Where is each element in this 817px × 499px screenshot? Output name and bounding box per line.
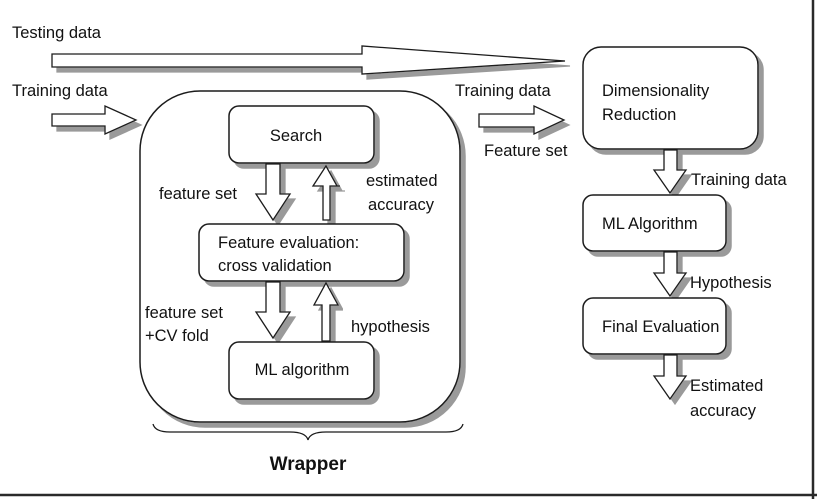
- pipeline-hypothesis-label: Hypothesis: [690, 274, 772, 292]
- testing-data-label: Testing data: [12, 24, 102, 42]
- testing-data-arrow: [51, 45, 566, 75]
- pipeline-estimated-accuracy-arrow: [652, 354, 688, 401]
- dimensionality-reduction-label-line1: Dimensionality: [602, 82, 710, 100]
- dimensionality-reduction-box: [582, 46, 759, 150]
- search-box-label: Search: [270, 127, 322, 145]
- feature-set-down-arrow: [254, 163, 292, 222]
- feature-set-label: feature set: [159, 185, 237, 203]
- dimensionality-reduction-label-line2: Reduction: [602, 106, 676, 124]
- estimated-accuracy-label-line2: accuracy: [368, 196, 435, 214]
- hypothesis-label: hypothesis: [351, 318, 430, 336]
- final-evaluation-box: [582, 297, 727, 355]
- estimated-accuracy-label-line1: estimated: [366, 172, 438, 190]
- wrapper-title: Wrapper: [270, 454, 347, 475]
- middle-training-data-label: Training data: [455, 82, 552, 100]
- feature-set-cv-down-arrow: [254, 281, 292, 340]
- pipeline-ml-algorithm-box: [582, 194, 727, 252]
- wrapper-brace: [152, 423, 464, 441]
- pipeline-training-data-arrow: [652, 149, 688, 195]
- pipeline-ml-algorithm-label: ML Algorithm: [602, 215, 698, 233]
- feature-set-cv-label-line1: feature set: [145, 304, 223, 322]
- feature-evaluation-box: [198, 223, 405, 282]
- feature-evaluation-label-line2: cross validation: [218, 257, 332, 275]
- middle-arrow: [478, 104, 566, 136]
- pipeline-training-data-label: Training data: [691, 171, 788, 189]
- training-data-arrow: [51, 104, 138, 136]
- ml-algorithm-box: [228, 341, 375, 400]
- final-evaluation-label: Final Evaluation: [602, 318, 719, 336]
- estimated-accuracy-up-arrow: [311, 164, 340, 221]
- ml-algorithm-label: ML algorithm: [255, 361, 350, 379]
- training-data-label: Training data: [12, 82, 109, 100]
- pipeline-hypothesis-arrow: [652, 251, 688, 298]
- feature-set-cv-label-line2: +CV fold: [145, 327, 209, 345]
- hypothesis-up-arrow: [312, 281, 340, 342]
- pipeline-estimated-accuracy-label-line2: accuracy: [690, 402, 757, 420]
- feature-evaluation-label-line1: Feature evaluation:: [218, 234, 359, 252]
- middle-feature-set-label: Feature set: [484, 142, 568, 160]
- pipeline-estimated-accuracy-label-line1: Estimated: [690, 377, 763, 395]
- search-box: [228, 105, 375, 164]
